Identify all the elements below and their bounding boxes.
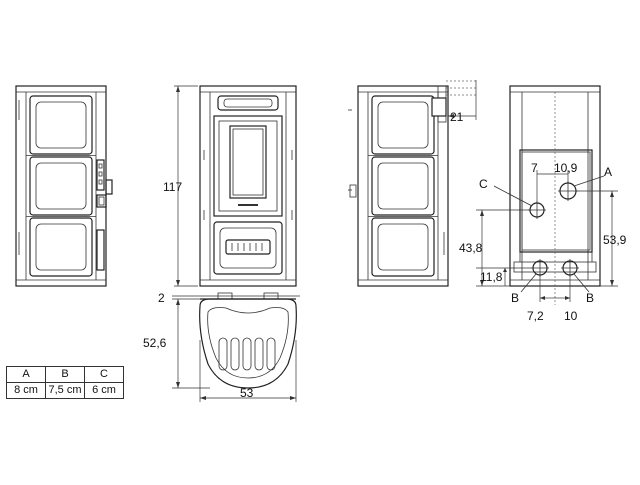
a-height-dimension-label: 53,9: [603, 233, 627, 247]
side-offset-dimension-label: 21: [450, 110, 464, 124]
table-cell: 8 cm: [6, 382, 46, 399]
table-cell: 7,5 cm: [45, 382, 85, 399]
height-dimension-label: 117: [163, 180, 182, 194]
depth-dimension-label: 52,6: [143, 336, 167, 350]
connection-a-label: A: [604, 165, 612, 179]
table-header-row: A B C: [6, 366, 124, 383]
connection-diameter-table: A B C 8 cm 7,5 cm 6 cm: [6, 366, 124, 399]
connection-c-label: C: [479, 177, 488, 191]
table-cell: 6 cm: [84, 382, 124, 399]
c-height-dimension-label: 43,8: [459, 241, 483, 255]
a-offset-dimension-label: 10,9: [554, 161, 578, 175]
top-plan-view: [172, 292, 300, 402]
table-row: 8 cm 7,5 cm 6 cm: [6, 382, 124, 399]
right-side-view: [348, 80, 478, 287]
b-height-dimension-label: 11,8: [480, 270, 503, 284]
table-header-cell: B: [45, 366, 85, 383]
table-header-cell: A: [6, 366, 46, 383]
b-left-offset-dimension-label: 7,2: [527, 309, 544, 323]
b-right-offset-dimension-label: 10: [564, 309, 578, 323]
rear-view: [476, 85, 618, 305]
front-view: [174, 85, 297, 287]
c-offset-dimension-label: 7: [531, 161, 538, 175]
connection-b-left-label: B: [511, 291, 519, 305]
connection-b-right-label: B: [586, 291, 594, 305]
width-dimension-label: 53: [240, 386, 254, 400]
top-gap-dimension-label: 2: [158, 291, 165, 305]
left-side-view: [15, 85, 113, 287]
table-header-cell: C: [84, 366, 124, 383]
